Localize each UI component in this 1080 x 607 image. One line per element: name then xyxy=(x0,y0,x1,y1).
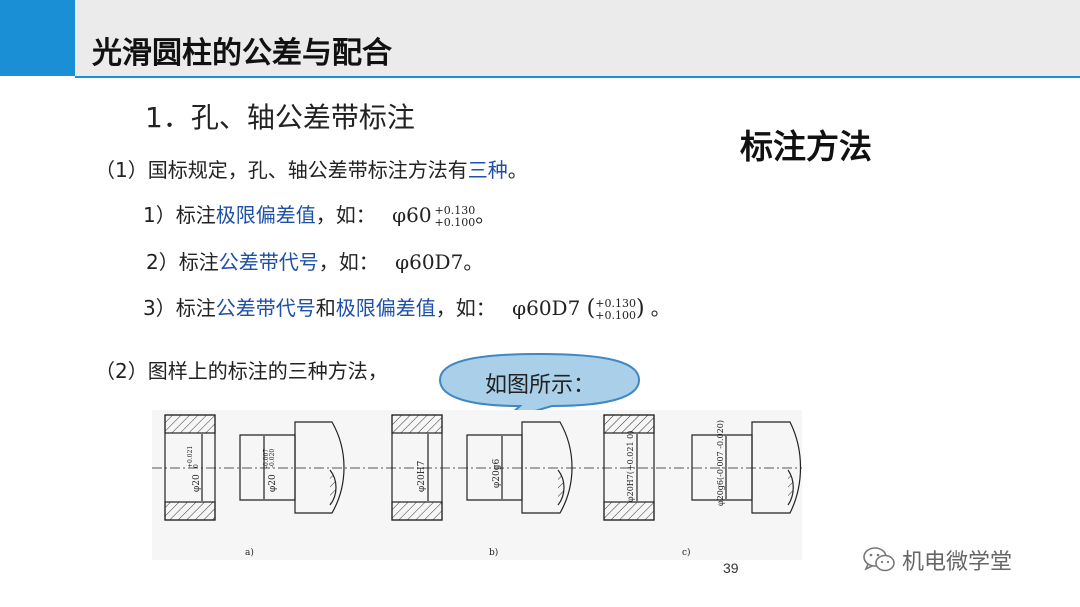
fig-b-hole: φ20H7 xyxy=(391,414,443,521)
wechat-icon xyxy=(863,547,895,572)
sub-3-upper: +0.130 xyxy=(595,296,636,310)
watermark: 机电微学堂 xyxy=(862,544,1012,576)
fig-c-hole-dim: φ20H7(+0.021 0) xyxy=(626,431,635,502)
item-1-suffix: 。 xyxy=(507,158,528,182)
watermark-text: 机电微学堂 xyxy=(902,550,1013,575)
fig-a-shaft-lower: -0.020 xyxy=(269,449,276,468)
fig-a-hole-dim: φ20 xyxy=(192,474,202,492)
sub-3-lower: +0.100 xyxy=(595,308,636,322)
item-1-highlight: 三种 xyxy=(467,158,508,182)
fig-c-shaft: φ20g6(-0.007 -0.020) xyxy=(691,420,802,514)
sub-1-end: 。 xyxy=(475,203,496,227)
sub-3-deviation: +0.130+0.100 xyxy=(595,296,636,322)
fig-c-hole: φ20H7(+0.021 0) xyxy=(603,414,655,521)
sub-3-end: 。 xyxy=(650,296,671,320)
fig-b-shaft: φ20g6 xyxy=(466,421,573,514)
fig-a-shaft-dim: φ20 xyxy=(268,474,278,492)
page-number: 39 xyxy=(723,560,739,576)
fig-a-hole-upper: +0.021 xyxy=(187,446,194,468)
item-2-line: （2）图样上的标注的三种方法， xyxy=(95,359,388,383)
fig-a-shaft-upper: -0.007 xyxy=(263,449,270,468)
sub-2-mid: ，如： xyxy=(318,250,379,274)
callout-bubble xyxy=(438,352,641,421)
sub-1-deviation: +0.130+0.100 xyxy=(434,203,476,229)
section-title: 1．孔、轴公差带标注 xyxy=(145,101,415,134)
fig-caption-c: c) xyxy=(682,547,691,558)
fig-a-hole: φ20 +0.021 0 xyxy=(164,414,216,521)
sub-2-highlight: 公差带代号 xyxy=(218,250,319,274)
callout-text: 如图所示： xyxy=(485,373,596,398)
fig-b-hole-dim: φ20H7 xyxy=(417,460,427,492)
sub-2-prefix: 2）标注 xyxy=(146,250,219,274)
method-heading: 标注方法 xyxy=(740,127,872,166)
title-band xyxy=(75,0,1080,76)
fig-c-shaft-dim: φ20g6(-0.007 -0.020) xyxy=(716,420,725,506)
sub-1-value: φ60 xyxy=(392,203,432,227)
sub-3-highlight-2: 极限偏差值 xyxy=(335,296,436,320)
sub-3-prefix: 3）标注 xyxy=(143,296,216,320)
sub-item-1-line: 1）标注极限偏差值，如： φ60+0.130+0.100。 xyxy=(143,199,495,229)
sub-3-and: 和 xyxy=(315,296,336,320)
sub-3-paren-open: ( xyxy=(586,296,596,321)
sub-3-mid: ，如： xyxy=(435,296,496,320)
sub-item-3-line: 3）标注公差带代号和极限偏差值，如： φ60D7 (+0.130+0.100)。 xyxy=(143,292,671,322)
sub-3-paren-close: ) xyxy=(635,296,645,321)
sub-item-2-line: 2）标注公差带代号，如： φ60D7。 xyxy=(146,246,483,275)
fig-b-shaft-dim: φ20g6 xyxy=(492,458,502,488)
fig-caption-a: a) xyxy=(245,547,254,558)
fig-caption-b: b) xyxy=(489,547,498,558)
page-title: 光滑圆柱的公差与配合 xyxy=(92,36,392,71)
item-1-prefix: （1）国标规定，孔、轴公差带标注方法有 xyxy=(95,158,468,182)
sub-2-value: φ60D7 xyxy=(395,250,464,274)
fig-a-shaft: φ20 -0.007 -0.020 xyxy=(239,421,345,514)
tolerance-drawing-figure: φ20 +0.021 0 φ20 -0.007 -0.020 φ20H7 xyxy=(152,410,802,560)
sub-2-end: 。 xyxy=(463,250,484,274)
fig-a-hole-lower: 0 xyxy=(193,464,200,468)
title-underline xyxy=(75,76,1080,78)
sub-1-lower: +0.100 xyxy=(434,215,476,229)
sub-3-value: φ60D7 xyxy=(512,296,581,320)
sub-3-highlight-1: 公差带代号 xyxy=(215,296,316,320)
item-1-line: （1）国标规定，孔、轴公差带标注方法有三种。 xyxy=(95,154,528,183)
sub-1-upper: +0.130 xyxy=(434,203,476,217)
sub-1-highlight: 极限偏差值 xyxy=(215,203,316,227)
sub-1-prefix: 1）标注 xyxy=(143,203,216,227)
title-accent-bar xyxy=(0,0,75,76)
sub-1-mid: ，如： xyxy=(315,203,376,227)
